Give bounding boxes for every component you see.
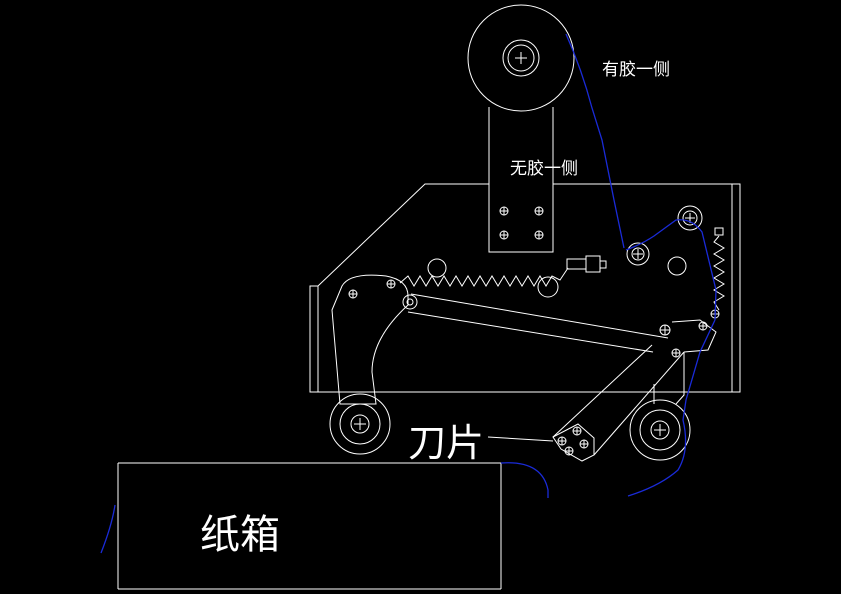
blade-leader-line [487,436,554,442]
arm-screws [499,206,544,240]
blade-screws [557,426,589,456]
right-bracket [653,352,685,405]
front-roller-right [629,399,691,461]
tape-roll [467,4,575,112]
blade-label: 刀片 [408,421,484,465]
horizontal-spring [399,255,607,287]
tape-path [100,33,717,554]
connecting-rod [402,293,669,353]
main-frame [309,183,741,393]
vertical-spring [713,227,725,311]
adhesive-side-label: 有胶一侧 [602,60,670,80]
carton-label: 纸箱 [200,512,280,558]
left-lever [331,274,409,405]
roll-arm [488,107,554,253]
guide-rollers [427,205,703,298]
front-roller-left [329,393,391,455]
carton-box [117,462,502,590]
non-adhesive-side-label: 无胶一侧 [510,159,578,179]
